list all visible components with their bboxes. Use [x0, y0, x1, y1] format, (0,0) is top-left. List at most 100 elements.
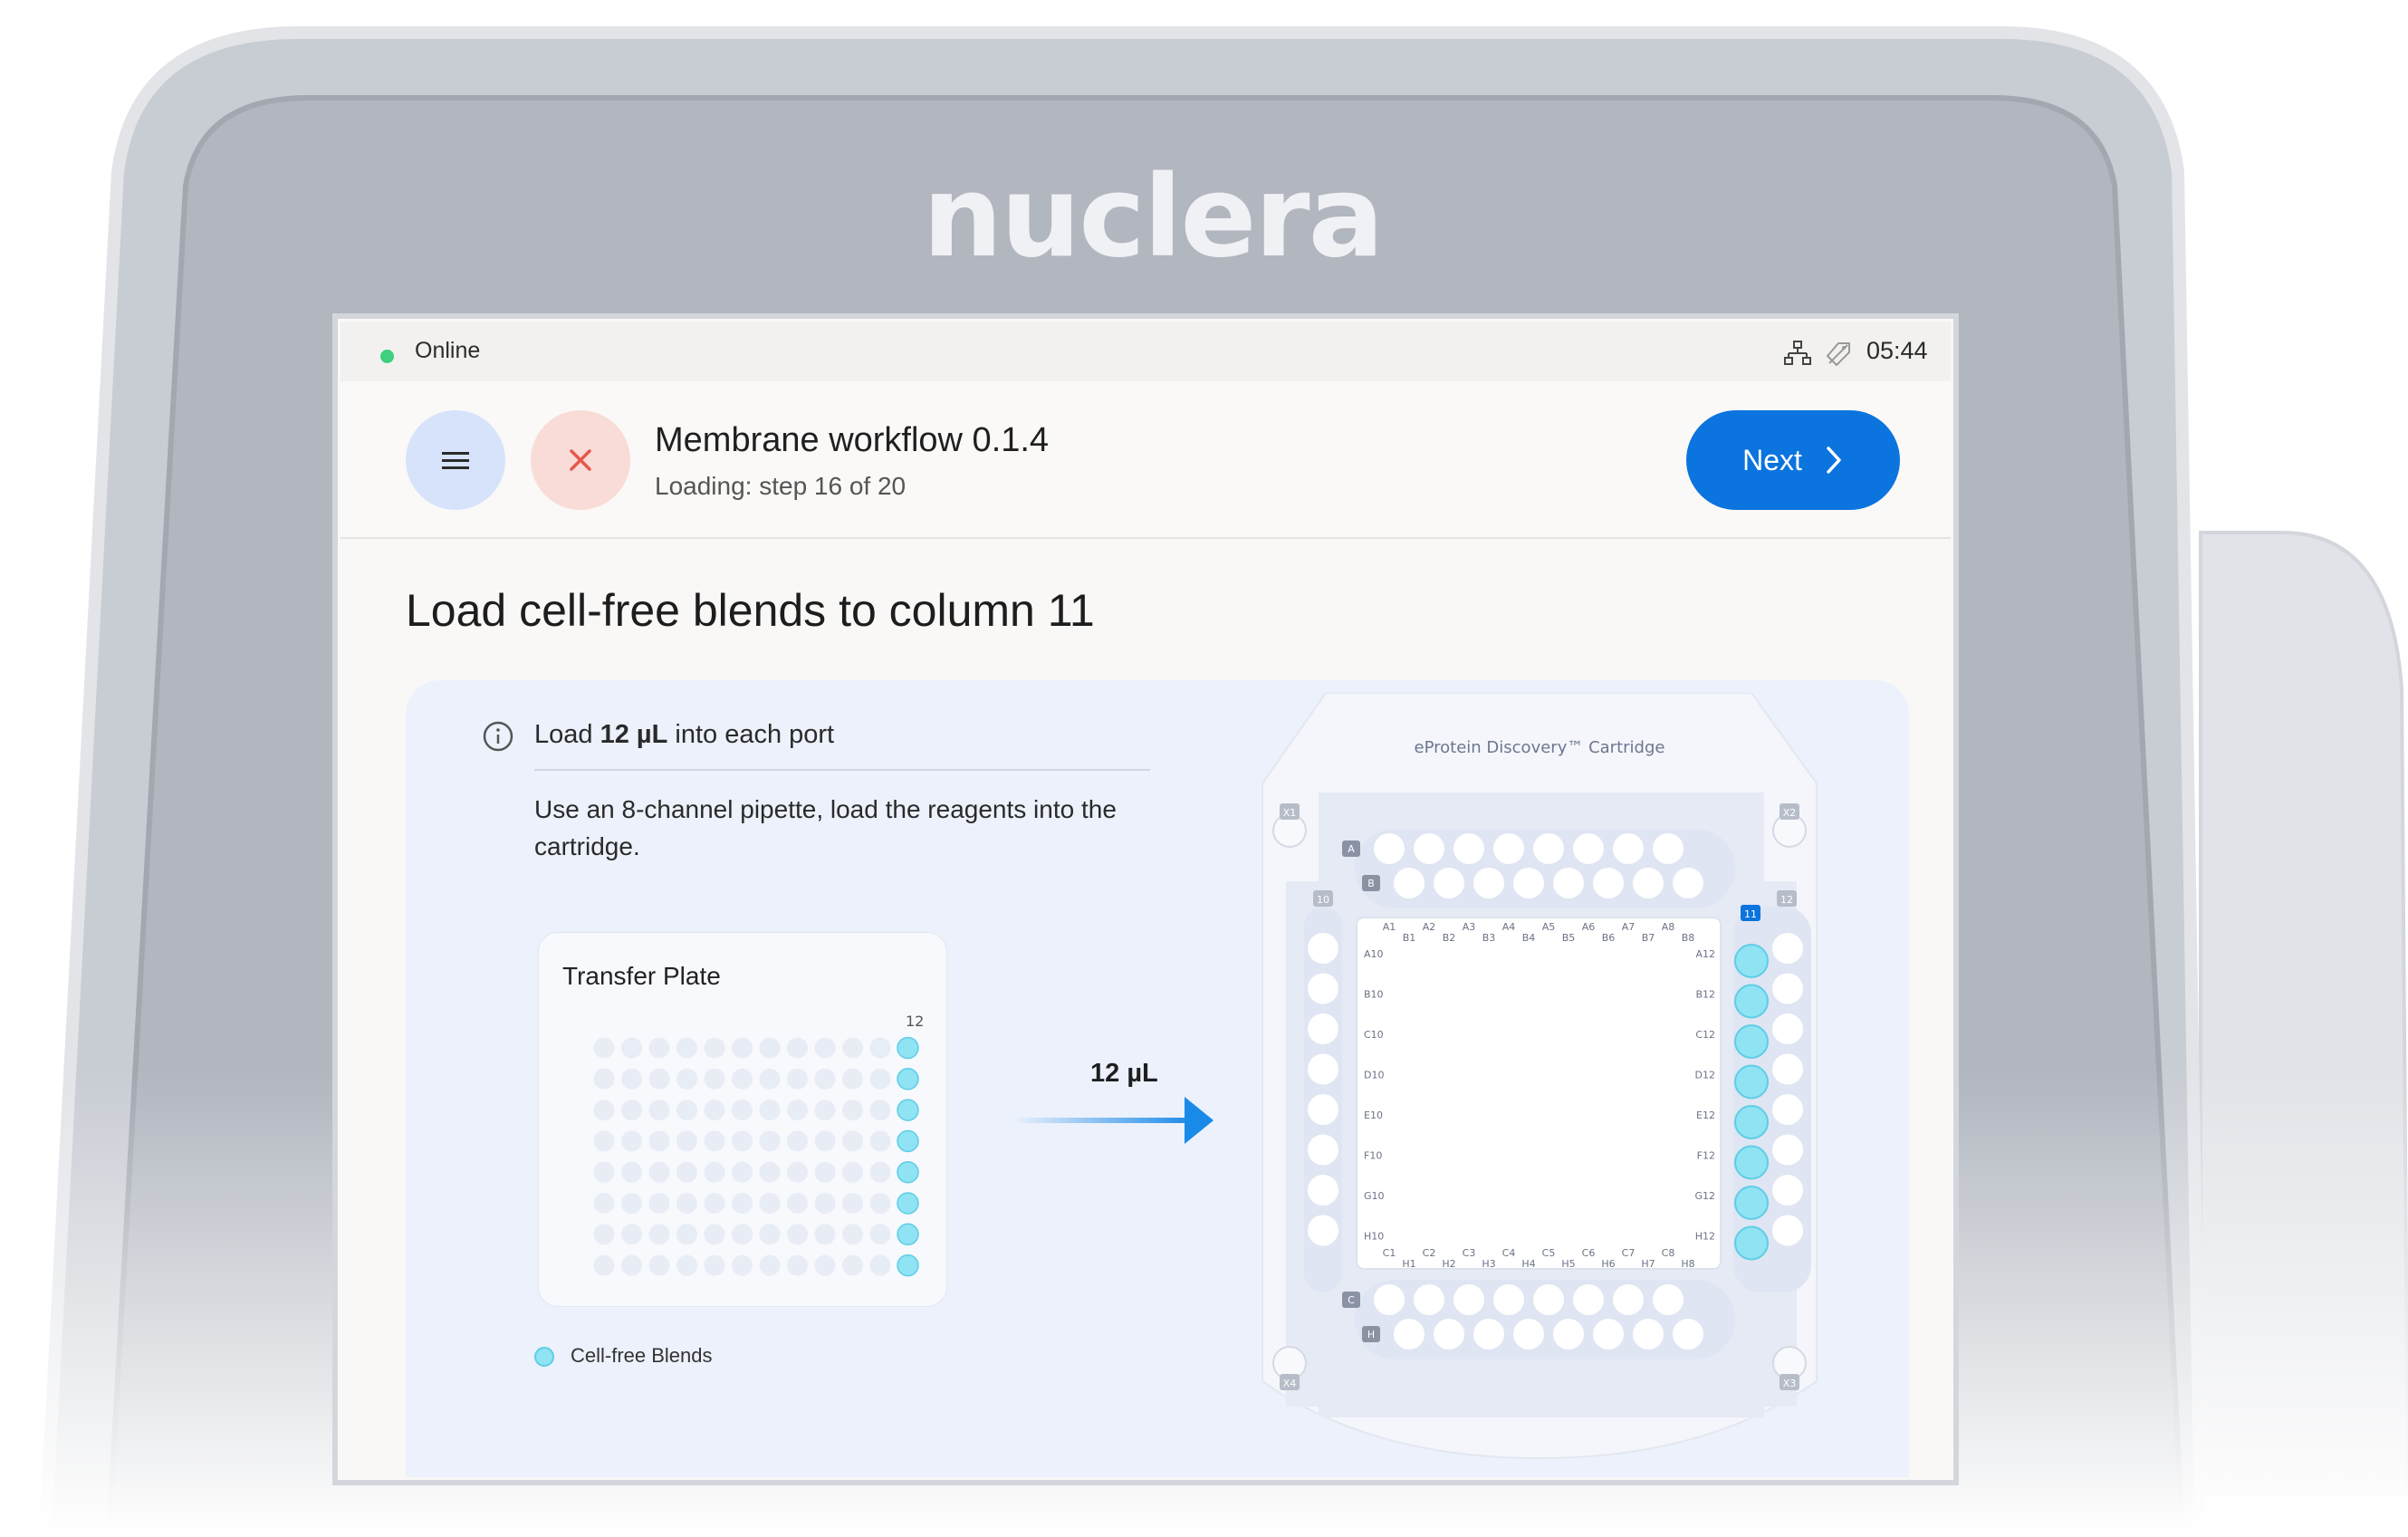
- plate-well: [869, 1254, 891, 1276]
- info-icon: [483, 721, 513, 752]
- load-suffix: into each port: [667, 720, 835, 749]
- next-label: Next: [1742, 443, 1802, 476]
- menu-button[interactable]: [406, 410, 505, 510]
- column-10-port: [1308, 1134, 1338, 1166]
- port: [1414, 833, 1444, 864]
- plate-well: [648, 1037, 670, 1059]
- plate-well: [759, 1193, 781, 1214]
- plate-well-filled: [897, 1036, 919, 1060]
- plate-well: [648, 1130, 670, 1152]
- active-column-badge: [1741, 905, 1760, 921]
- plate-well: [648, 1193, 670, 1214]
- plate-well: [676, 1130, 697, 1152]
- electrode-label: H4: [1521, 1258, 1535, 1270]
- port: [1673, 868, 1703, 898]
- legend-swatch: [534, 1347, 554, 1367]
- row-badge: [1342, 1292, 1360, 1308]
- plate-well: [676, 1254, 697, 1276]
- plate-well: [621, 1130, 642, 1152]
- plate-well: [732, 1068, 753, 1090]
- online-status-dot: [380, 350, 394, 363]
- transfer-plate-title: Transfer Plate: [562, 962, 721, 990]
- plate-well: [814, 1130, 836, 1152]
- electrode-label: H8: [1681, 1258, 1694, 1270]
- port: [1613, 833, 1644, 864]
- plate-well: [704, 1224, 725, 1245]
- plate-well: [732, 1037, 753, 1059]
- next-button[interactable]: Next: [1686, 410, 1900, 510]
- plate-well: [814, 1100, 836, 1121]
- plate-well: [593, 1130, 615, 1152]
- plate-well: [814, 1224, 836, 1245]
- plate-well: [869, 1130, 891, 1152]
- plate-well: [593, 1100, 615, 1121]
- status-bar: Online 05:44: [341, 322, 1951, 381]
- plate-well: [842, 1037, 863, 1059]
- electrode-label: C5: [1542, 1247, 1556, 1259]
- plate-well-filled: [897, 1254, 919, 1277]
- plate-well: [759, 1100, 781, 1121]
- corner-label: X1: [1283, 807, 1297, 819]
- column-11-port-filled: [1734, 1024, 1769, 1059]
- electrode-label: C3: [1463, 1247, 1476, 1259]
- plate-well: [676, 1193, 697, 1214]
- electrode-label: C8: [1662, 1247, 1675, 1259]
- corner-label: X2: [1783, 807, 1797, 819]
- electrode-label: B3: [1482, 932, 1496, 944]
- port: [1533, 833, 1564, 864]
- plate-well: [759, 1224, 781, 1245]
- column-12-port: [1772, 1175, 1803, 1206]
- plate-well: [869, 1161, 891, 1183]
- column-label: 10: [1317, 894, 1329, 906]
- electrode-label: C2: [1423, 1247, 1436, 1259]
- plate-well: [648, 1161, 670, 1183]
- electrode-label: B2: [1443, 932, 1456, 944]
- plate-well-filled: [897, 1129, 919, 1153]
- electrode-label: B8: [1682, 932, 1695, 944]
- center-chamber: [1356, 917, 1722, 1270]
- workflow-progress: Loading: step 16 of 20: [655, 472, 907, 500]
- plate-well: [787, 1130, 808, 1152]
- electrode-label: H12: [1695, 1231, 1715, 1243]
- column-11-port-filled: [1734, 984, 1769, 1019]
- plate-well-filled: [897, 1223, 919, 1246]
- column-12-port: [1772, 973, 1803, 1004]
- plate-well: [787, 1193, 808, 1214]
- transfer-amount-label: 12 µL: [1090, 1059, 1158, 1088]
- port: [1633, 868, 1664, 898]
- plate-well: [593, 1254, 615, 1276]
- column-12-port: [1772, 933, 1803, 964]
- tag-icon: [1827, 342, 1850, 366]
- plate-well: [704, 1100, 725, 1121]
- corner-badge: [1280, 803, 1300, 820]
- plate-well: [621, 1068, 642, 1090]
- port: [1633, 1319, 1664, 1350]
- row-badge: [1362, 875, 1380, 891]
- column-11-port-filled: [1734, 1225, 1769, 1261]
- plate-well: [814, 1193, 836, 1214]
- plate-well: [704, 1193, 725, 1214]
- electrode-label: C10: [1364, 1029, 1384, 1041]
- cancel-workflow-button[interactable]: [531, 410, 630, 510]
- column-10-port: [1308, 1053, 1338, 1085]
- column-badge: [1777, 890, 1797, 907]
- electrode-label: C7: [1622, 1247, 1636, 1259]
- plate-well: [648, 1068, 670, 1090]
- plate-well: [842, 1161, 863, 1183]
- plate-well: [759, 1254, 781, 1276]
- plate-well: [869, 1193, 891, 1214]
- plate-well: [704, 1254, 725, 1276]
- electrode-label: A5: [1542, 921, 1556, 933]
- column-11-port-filled: [1734, 944, 1769, 978]
- port: [1533, 1284, 1564, 1315]
- corner-badge: [1780, 803, 1799, 820]
- legend-label: Cell-free Blends: [571, 1344, 713, 1367]
- electrode-label: E12: [1696, 1110, 1715, 1121]
- electrode-label: A3: [1463, 921, 1476, 933]
- plate-well: [621, 1100, 642, 1121]
- plate-well: [676, 1100, 697, 1121]
- plate-well: [759, 1161, 781, 1183]
- active-column-label: 11: [1744, 908, 1757, 920]
- row-badge: [1362, 1326, 1380, 1342]
- electrode-label: A12: [1695, 948, 1715, 960]
